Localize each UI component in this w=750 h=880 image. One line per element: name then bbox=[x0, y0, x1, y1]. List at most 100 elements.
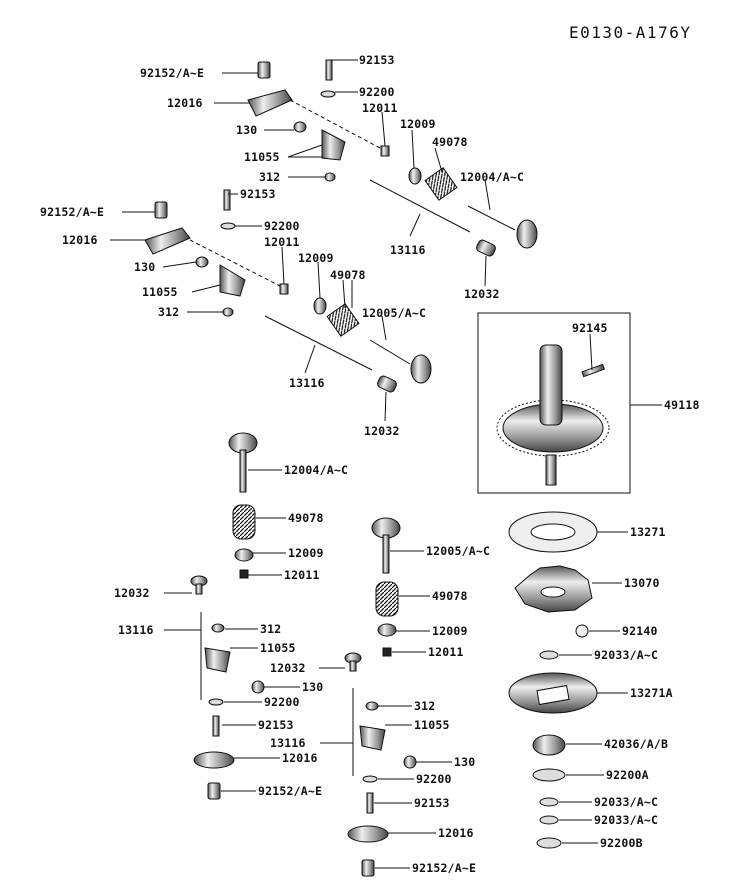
tappet bbox=[377, 375, 397, 393]
callout-label: 12032 bbox=[464, 287, 500, 301]
adjust-nut bbox=[195, 256, 209, 268]
plate-window bbox=[536, 684, 570, 706]
rocker-stud bbox=[366, 792, 374, 814]
valve-stem bbox=[239, 449, 247, 493]
part-drawings bbox=[144, 59, 631, 877]
callout-label: 312 bbox=[158, 305, 179, 319]
adjust-nut bbox=[293, 121, 307, 133]
nut bbox=[324, 172, 336, 182]
callout-label: 130 bbox=[302, 680, 323, 694]
callout-label: 42036/A/B bbox=[604, 737, 668, 751]
circlip bbox=[539, 797, 559, 807]
governor-cup-hole bbox=[530, 523, 576, 541]
valve-head bbox=[410, 354, 432, 384]
valve-spring bbox=[326, 303, 360, 337]
callout-label: 11055 bbox=[414, 718, 450, 732]
callout-label: 12032 bbox=[270, 661, 306, 675]
washer bbox=[362, 775, 378, 783]
callout-label: 13070 bbox=[624, 576, 660, 590]
callout-label: 13271 bbox=[630, 525, 666, 539]
spring-retainer bbox=[234, 548, 254, 562]
callout-label: 130 bbox=[454, 755, 475, 769]
nut bbox=[365, 701, 379, 711]
camshaft-assembly-box bbox=[477, 312, 631, 494]
upper-rocker-arm-set bbox=[247, 59, 390, 182]
callout-label: 92153 bbox=[414, 796, 450, 810]
middle-valve-train bbox=[264, 297, 432, 393]
callout-label: 92200 bbox=[264, 219, 300, 233]
callout-label: 12009 bbox=[298, 251, 334, 265]
callout-label: 312 bbox=[259, 170, 280, 184]
callout-label: 312 bbox=[414, 699, 435, 713]
callout-labels: 92153 92152/A~E 92200 12016 12011 130 12… bbox=[40, 53, 700, 875]
camshaft-assembly bbox=[496, 344, 610, 486]
callout-label: 12004/A~C bbox=[460, 170, 524, 184]
circlip bbox=[539, 650, 559, 660]
rocker-arm bbox=[247, 89, 293, 117]
callout-label: 49078 bbox=[432, 135, 468, 149]
nut bbox=[222, 307, 234, 317]
push-rod bbox=[264, 315, 373, 371]
holder-hub bbox=[540, 586, 566, 598]
rocker-arm bbox=[347, 825, 389, 843]
callout-label: 92153 bbox=[240, 187, 276, 201]
rocker-bracket bbox=[359, 725, 386, 751]
valve-spring bbox=[424, 167, 458, 201]
callout-label: 12016 bbox=[282, 751, 318, 765]
spring-retainer bbox=[313, 297, 327, 315]
callout-label: 12011 bbox=[264, 235, 300, 249]
callout-label: 92200A bbox=[606, 768, 649, 782]
callout-label: 312 bbox=[260, 622, 281, 636]
callout-label: 13116 bbox=[289, 376, 325, 390]
callout-label: 92200 bbox=[359, 85, 395, 99]
rocker-bracket bbox=[219, 264, 246, 297]
rocker-bracket bbox=[204, 647, 231, 673]
callout-label: 49118 bbox=[664, 398, 700, 412]
callout-label: 12005/A~C bbox=[362, 306, 426, 320]
rocker-arm bbox=[144, 227, 191, 255]
adjust-nut bbox=[251, 680, 265, 694]
callout-label: 92033/A~C bbox=[594, 648, 658, 662]
callout-label: 49078 bbox=[432, 589, 468, 603]
callout-label: 12011 bbox=[362, 101, 398, 115]
rocker-pivot-sleeve bbox=[154, 201, 168, 219]
upper-valve-train bbox=[369, 167, 538, 257]
adjust-nut bbox=[403, 755, 417, 769]
circlip bbox=[539, 815, 559, 825]
rocker-stud bbox=[325, 59, 333, 81]
washer bbox=[220, 222, 236, 230]
valve-cap bbox=[380, 145, 390, 157]
tappet-stem bbox=[195, 583, 203, 595]
rocker-bracket bbox=[321, 129, 346, 161]
rocker-stud bbox=[212, 715, 220, 737]
callout-label: 11055 bbox=[260, 641, 296, 655]
lower-valve-parts-right bbox=[344, 517, 417, 877]
callout-label: 13116 bbox=[270, 736, 306, 750]
washer bbox=[536, 837, 562, 849]
callout-label: 12032 bbox=[364, 424, 400, 438]
callout-label: 92152/A~E bbox=[258, 784, 322, 798]
callout-label: 13271A bbox=[630, 686, 673, 700]
callout-label: 92153 bbox=[359, 53, 395, 67]
callout-label: 13116 bbox=[118, 623, 154, 637]
governor-parts bbox=[508, 511, 598, 849]
valve-stem bbox=[369, 339, 411, 365]
valve-spring bbox=[232, 504, 256, 540]
lower-valve-parts-left bbox=[190, 432, 265, 800]
axis-line bbox=[189, 239, 281, 287]
callout-label: 49078 bbox=[288, 511, 324, 525]
callout-label: 92152/A~E bbox=[40, 205, 104, 219]
valve-stem bbox=[382, 534, 390, 574]
tappet bbox=[476, 239, 496, 257]
rocker-pivot-sleeve bbox=[207, 782, 221, 800]
camshaft-end bbox=[545, 454, 557, 486]
rocker-stud bbox=[223, 189, 231, 211]
callout-label: 12005/A~C bbox=[426, 544, 490, 558]
callout-label: 12011 bbox=[428, 645, 464, 659]
callout-label: 92033/A~C bbox=[594, 813, 658, 827]
push-rod bbox=[369, 179, 471, 233]
callout-label: 12016 bbox=[62, 233, 98, 247]
callout-label: 12016 bbox=[438, 826, 474, 840]
